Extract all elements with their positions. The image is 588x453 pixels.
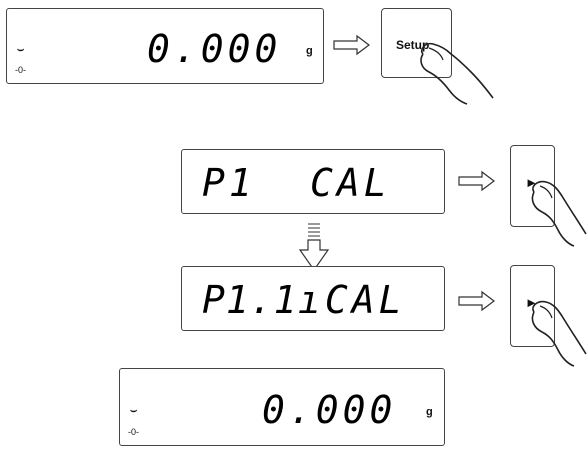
stability-indicator: ⌣ <box>130 406 137 417</box>
stability-indicator: ⌣ <box>17 45 24 56</box>
weight-readout: 0.000 <box>147 27 281 71</box>
arrow-right-icon <box>458 290 496 312</box>
unit-label: g <box>306 45 313 57</box>
weight-readout: 0.000 <box>262 388 396 432</box>
display-p11: P1.1 ıCAL <box>181 266 445 331</box>
hand-press-icon <box>528 298 588 368</box>
zero-indicator: -0- <box>128 427 139 437</box>
unit-label: g <box>426 406 433 418</box>
menu-code: P1.1 <box>202 278 298 322</box>
menu-label: CAL <box>310 161 391 205</box>
arrow-down-icon <box>298 222 330 272</box>
hand-press-icon <box>528 178 588 248</box>
arrow-right-icon <box>333 34 371 56</box>
zero-indicator: -0- <box>15 65 26 75</box>
display-bottom: ⌣ -0- 0.000 g <box>119 368 445 446</box>
hand-press-icon <box>415 38 495 106</box>
menu-code: P1 <box>202 161 256 205</box>
arrow-right-icon <box>458 170 496 192</box>
display-p1: P1 CAL <box>181 149 445 214</box>
menu-label: ıCAL <box>298 278 406 322</box>
display-top: ⌣ -0- 0.000 g <box>6 8 324 84</box>
